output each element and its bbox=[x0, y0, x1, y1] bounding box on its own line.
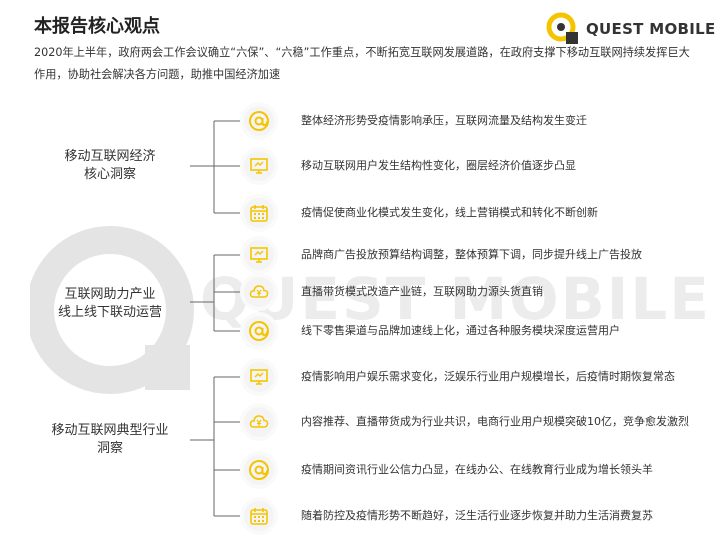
insight-item: 移动互联网用户发生结构性变化，圈层经济价值逐步凸显 bbox=[244, 146, 701, 186]
insight-text: 品牌商广告投放预算结构调整，整体预算下调，同步提升线上广告投放 bbox=[301, 248, 642, 261]
category-line: 核心洞察 bbox=[83, 167, 136, 182]
brand-name: QUEST MOBILE bbox=[586, 20, 716, 38]
at-icon bbox=[249, 321, 269, 341]
monitor-icon bbox=[250, 158, 268, 174]
insight-text: 内容推荐、直播带货成为行业共识，电商行业用户规模突破10亿，竞争愈发激烈 bbox=[301, 415, 689, 428]
category-line: 互联网助力产业 bbox=[64, 287, 156, 302]
category-line: 移动互联网经济 bbox=[64, 149, 156, 164]
monitor-icon bbox=[250, 247, 268, 263]
insight-item: 疫情影响用户娱乐需求变化，泛娱乐行业用户规模增长，后疫情时期恢复常态 bbox=[244, 357, 701, 397]
calendar-icon bbox=[250, 508, 268, 525]
insight-text: 随着防控及疫情形势不断趋好，泛生活行业逐步恢复并助力生活消费复苏 bbox=[301, 509, 653, 522]
calendar-icon bbox=[250, 205, 268, 222]
insight-item: 整体经济形势受疫情影响承压，互联网流量及结构发生变迁 bbox=[244, 101, 701, 141]
logo-mark-icon bbox=[546, 12, 578, 44]
insight-text: 疫情促使商业化模式发生变化，线上营销模式和转化不断创新 bbox=[301, 206, 598, 219]
category-line: 移动互联网典型行业 bbox=[51, 423, 169, 438]
category-line: 洞察 bbox=[96, 441, 123, 456]
quest-mobile-logo: QUEST MOBILE bbox=[546, 12, 716, 46]
intro-paragraph: 2020年上半年，政府两会工作会议确立“六保”、“六稳”工作重点，不断拓宽互联网… bbox=[34, 46, 690, 81]
insight-text: 整体经济形势受疫情影响承压，互联网流量及结构发生变迁 bbox=[301, 114, 587, 127]
insight-text: 直播带货模式改造产业链，互联网助力源头货直销 bbox=[301, 285, 543, 298]
cloud-yen-icon bbox=[249, 285, 269, 298]
category-typical-industries: 移动互联网典型行业 洞察 bbox=[30, 422, 190, 458]
insight-item: 直播带货模式改造产业链，互联网助力源头货直销 bbox=[244, 272, 701, 312]
at-icon bbox=[249, 111, 269, 131]
at-icon bbox=[249, 460, 269, 480]
insight-text: 疫情影响用户娱乐需求变化，泛娱乐行业用户规模增长，后疫情时期恢复常态 bbox=[301, 370, 675, 383]
insight-item: 内容推荐、直播带货成为行业共识，电商行业用户规模突破10亿，竞争愈发激烈 bbox=[244, 402, 701, 442]
category-economy: 移动互联网经济 核心洞察 bbox=[30, 148, 190, 184]
watermark-text: QUEST MOBILE bbox=[200, 265, 711, 333]
category-industry: 互联网助力产业 线上线下联动运营 bbox=[30, 286, 190, 322]
insight-item: 疫情促使商业化模式发生变化，线上营销模式和转化不断创新 bbox=[244, 193, 701, 233]
insight-item: 随着防控及疫情形势不断趋好，泛生活行业逐步恢复并助力生活消费复苏 bbox=[244, 496, 701, 536]
insight-item: 品牌商广告投放预算结构调整，整体预算下调，同步提升线上广告投放 bbox=[244, 235, 701, 275]
category-line: 线上线下联动运营 bbox=[57, 305, 162, 320]
insight-text: 移动互联网用户发生结构性变化，圈层经济价值逐步凸显 bbox=[301, 159, 576, 172]
insight-item: 疫情期间资讯行业公信力凸显，在线办公、在线教育行业成为增长领头羊 bbox=[244, 450, 701, 490]
insight-text: 线下零售渠道与品牌加速线上化，通过各种服务模块深度运营用户 bbox=[301, 324, 620, 337]
monitor-icon bbox=[250, 369, 268, 385]
cloud-yen-icon bbox=[249, 415, 269, 428]
page-title: 本报告核心观点 bbox=[34, 16, 160, 37]
insight-text: 疫情期间资讯行业公信力凸显，在线办公、在线教育行业成为增长领头羊 bbox=[301, 463, 653, 476]
insight-item: 线下零售渠道与品牌加速线上化，通过各种服务模块深度运营用户 bbox=[244, 311, 701, 351]
